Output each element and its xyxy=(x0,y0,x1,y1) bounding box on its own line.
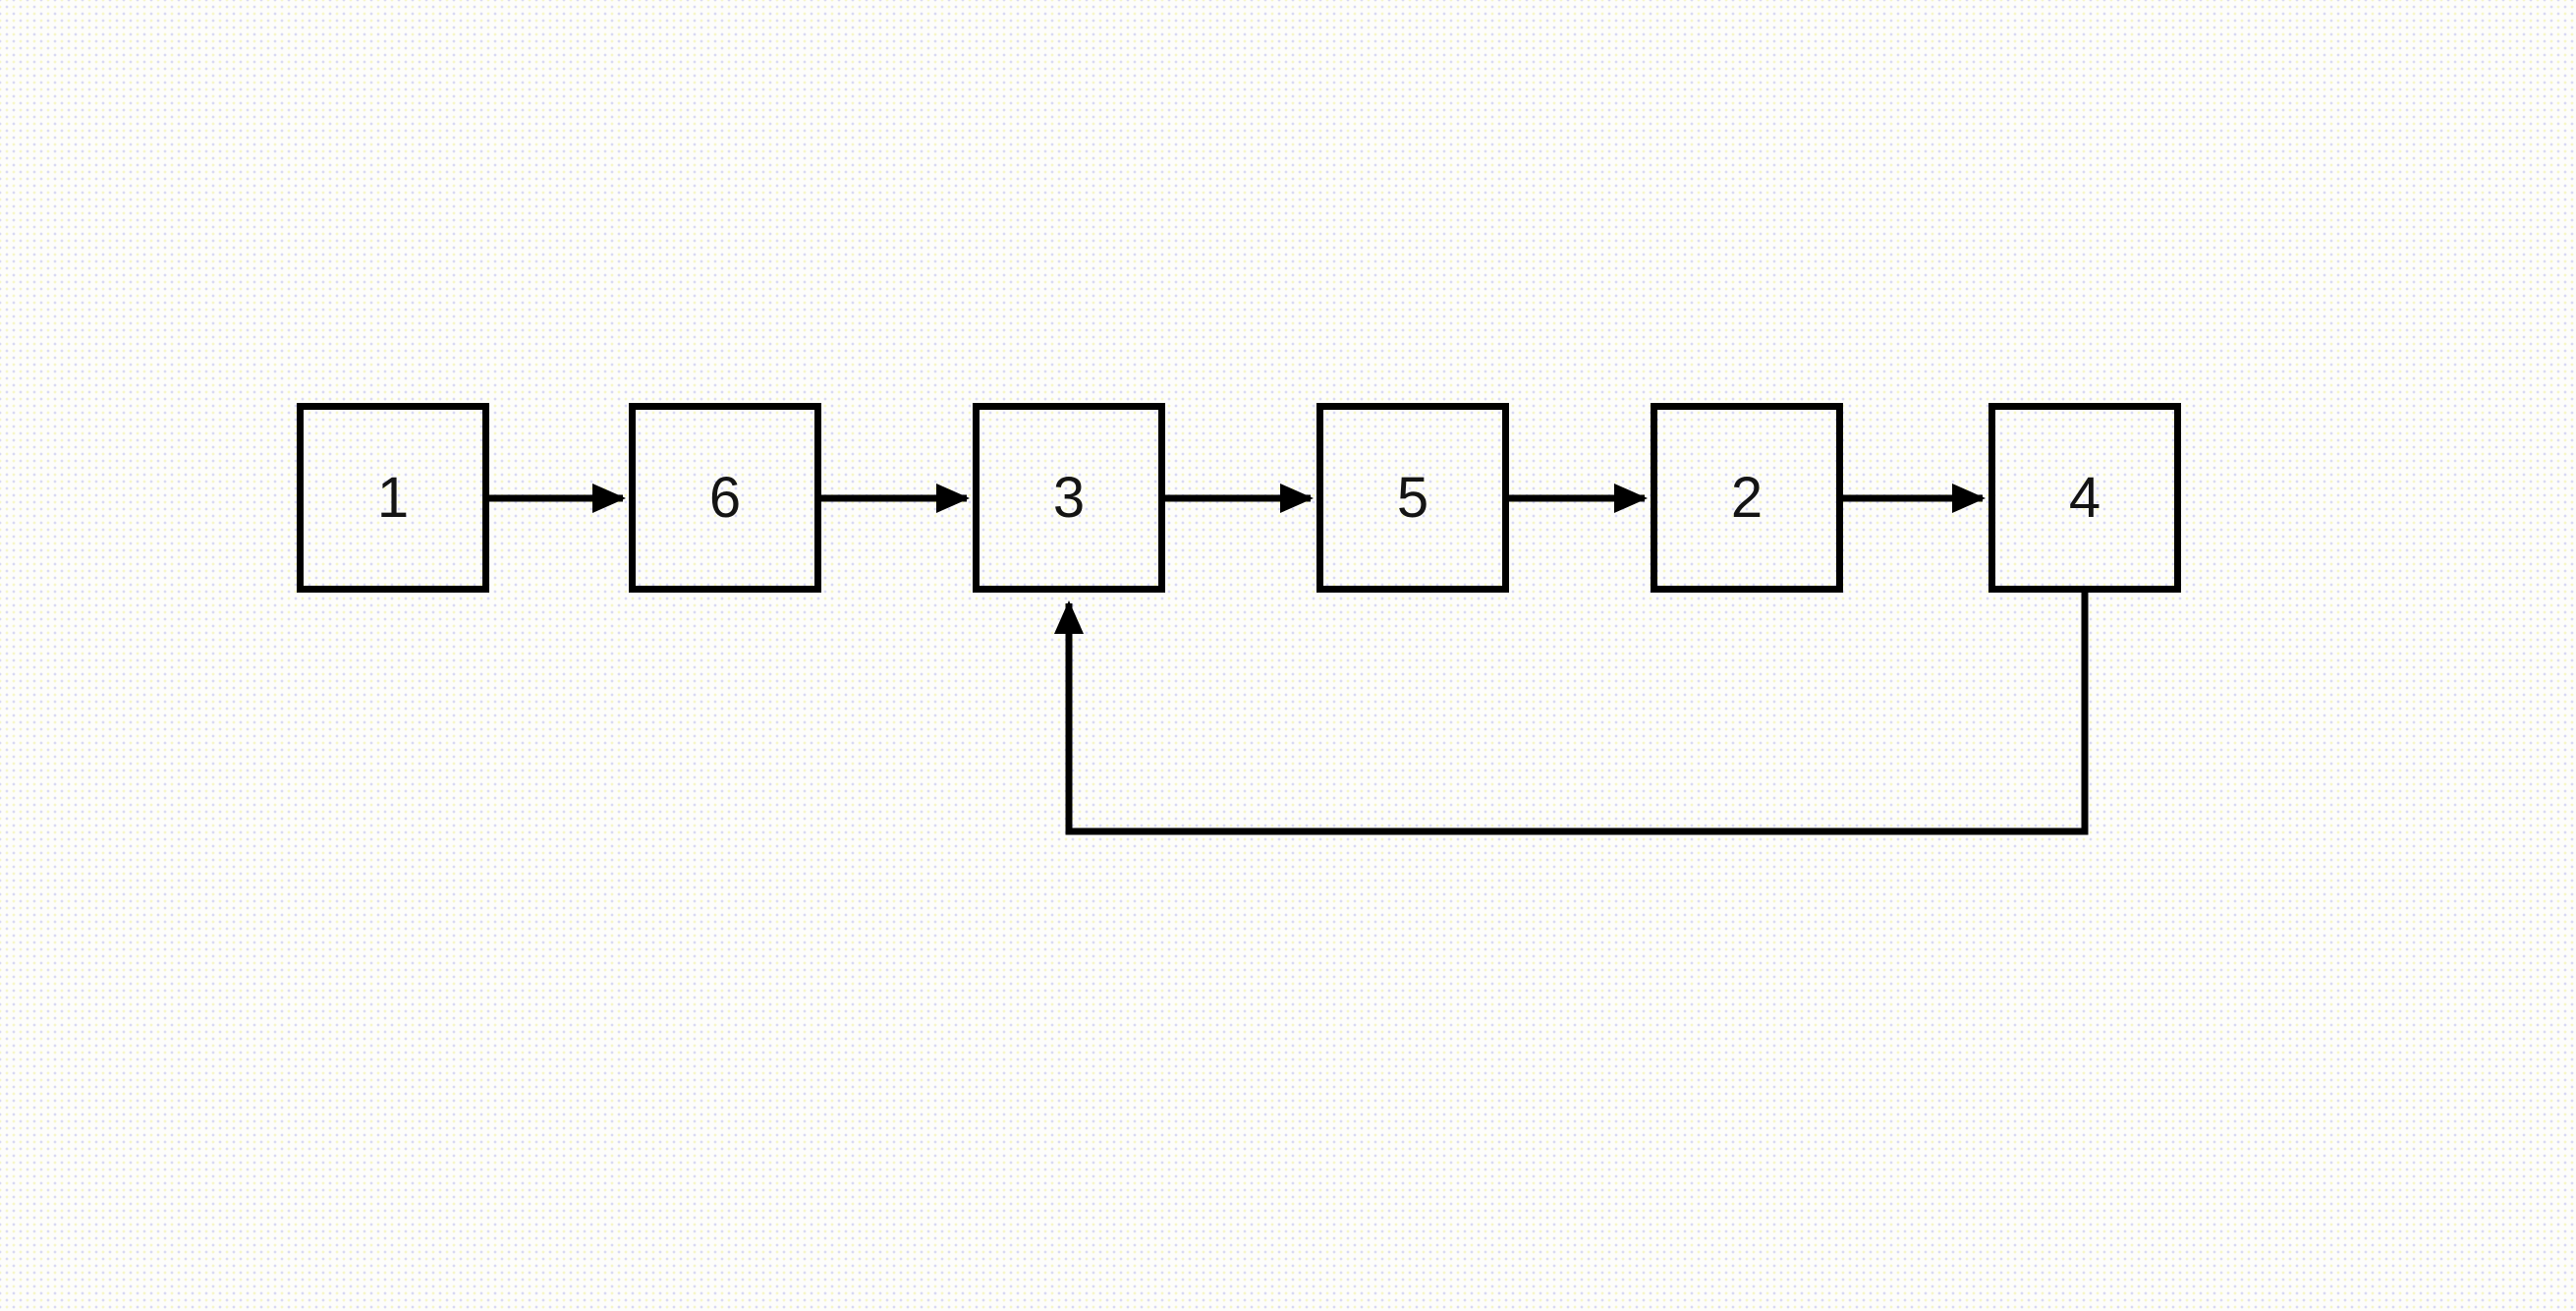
node-5[interactable]: 5 xyxy=(1316,403,1509,593)
node-6[interactable]: 6 xyxy=(629,403,821,593)
node-4[interactable]: 4 xyxy=(1988,403,2181,593)
node-5-label: 5 xyxy=(1396,466,1429,530)
node-2[interactable]: 2 xyxy=(1651,403,1843,593)
node-6-label: 6 xyxy=(708,466,742,530)
node-3[interactable]: 3 xyxy=(973,403,1165,593)
node-3-label: 3 xyxy=(1052,466,1086,530)
node-1[interactable]: 1 xyxy=(297,403,489,593)
edge-4-to-3-feedback xyxy=(1054,591,2089,835)
node-1-label: 1 xyxy=(376,466,410,530)
node-2-label: 2 xyxy=(1730,466,1764,530)
node-4-label: 4 xyxy=(2068,466,2101,530)
